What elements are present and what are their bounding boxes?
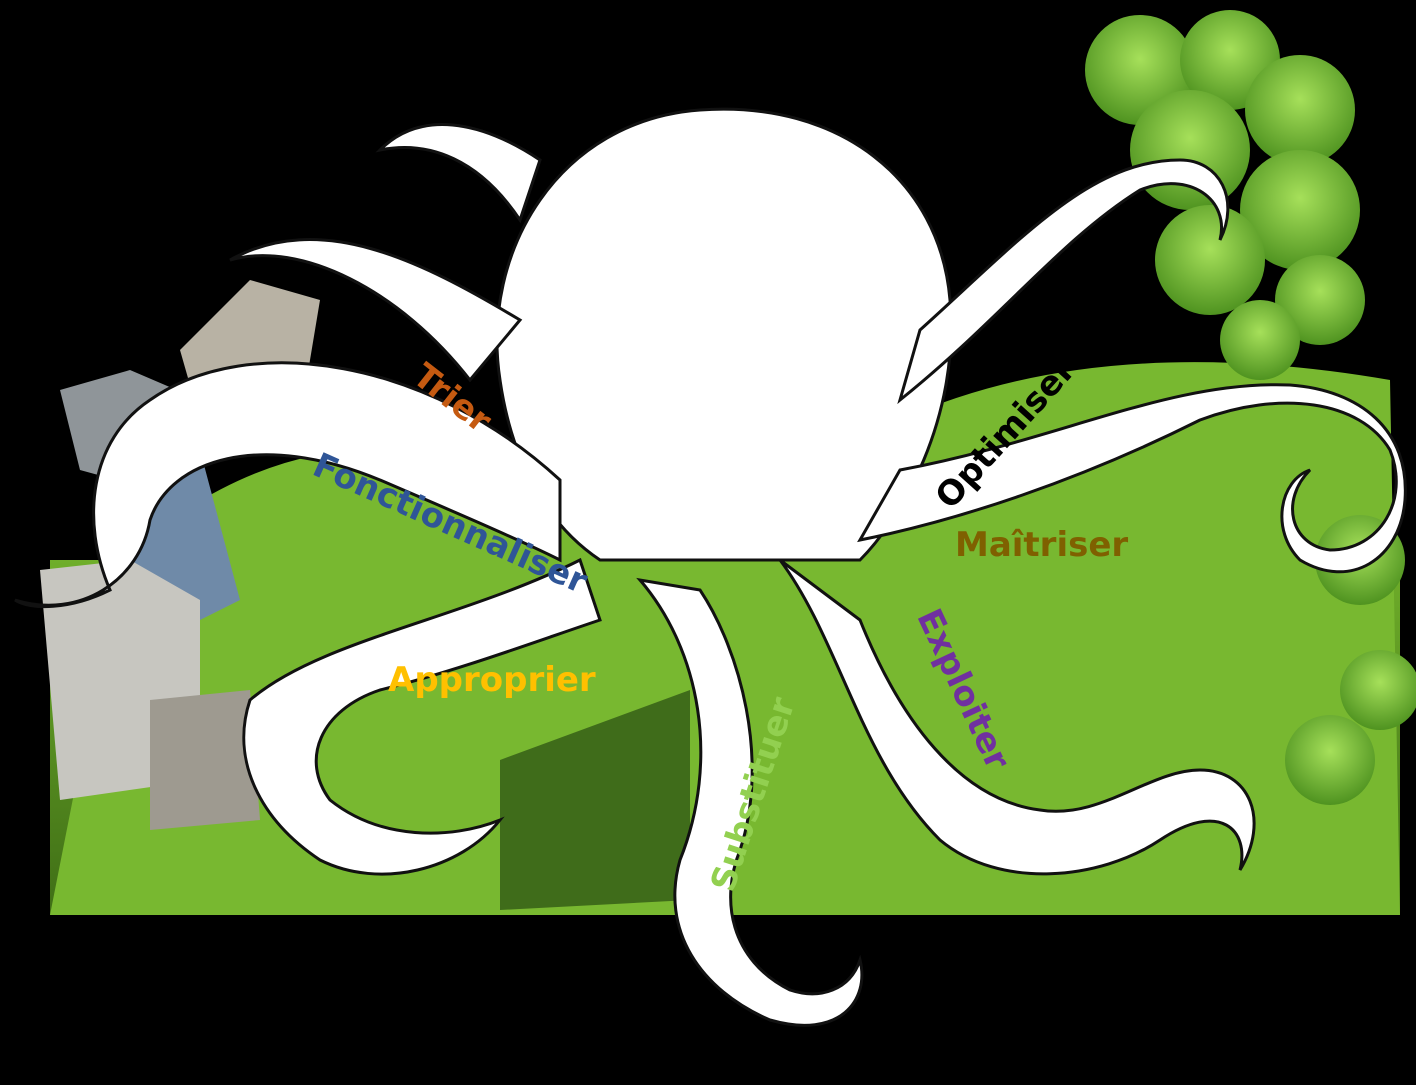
label-approprier: Approprier [388, 663, 596, 697]
label-maitriser: Maîtriser [955, 528, 1128, 562]
